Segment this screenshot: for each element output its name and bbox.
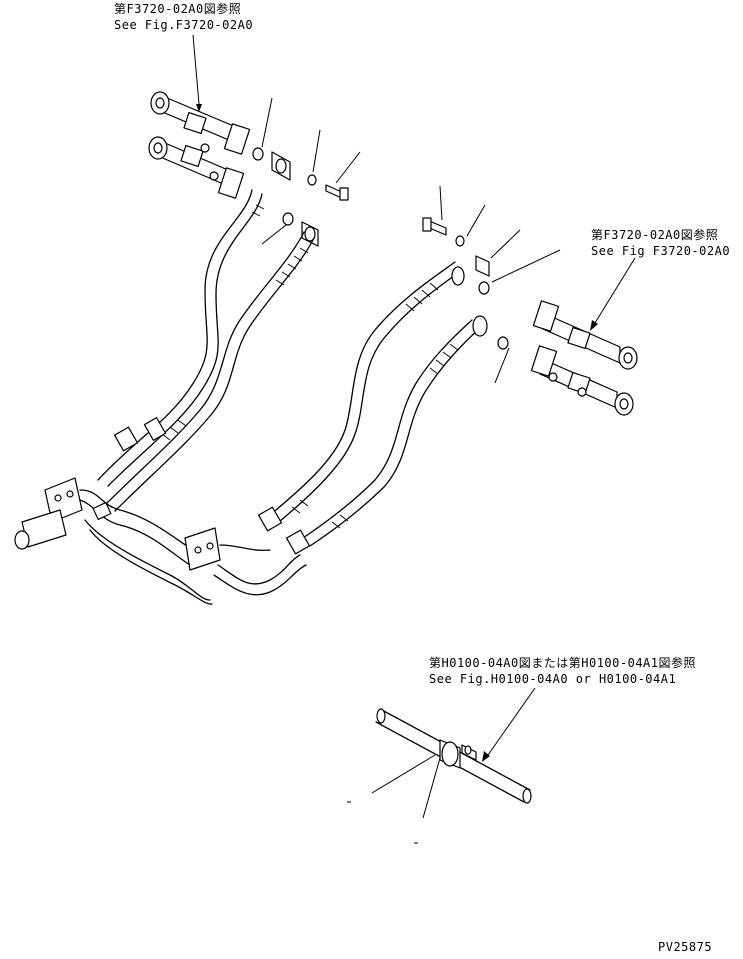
upper-left-tube-assembly	[148, 91, 349, 247]
callout-bottom-jp: 第H0100-04A0図または第H0100-04A1図参照	[429, 656, 696, 670]
main-manifold	[14, 477, 307, 605]
callout-right-en: See Fig F3720-02A0	[591, 244, 731, 258]
callout-bottom-en: See Fig.H0100-04A0 or H0100-04A1	[429, 672, 677, 686]
callout-top-left-en: See Fig.F3720-02A0	[114, 18, 254, 32]
right-hoses	[257, 261, 488, 555]
right-tube-assembly	[422, 217, 638, 416]
callout-right-jp: 第F3720-02A0図参照	[591, 228, 719, 242]
drawing-number: PV25875	[658, 940, 713, 954]
leader-lines	[192, 34, 636, 819]
callout-top-left-jp: 第F3720-02A0図参照	[114, 2, 242, 16]
left-hoses	[97, 189, 315, 512]
clamp-detail	[375, 708, 532, 804]
